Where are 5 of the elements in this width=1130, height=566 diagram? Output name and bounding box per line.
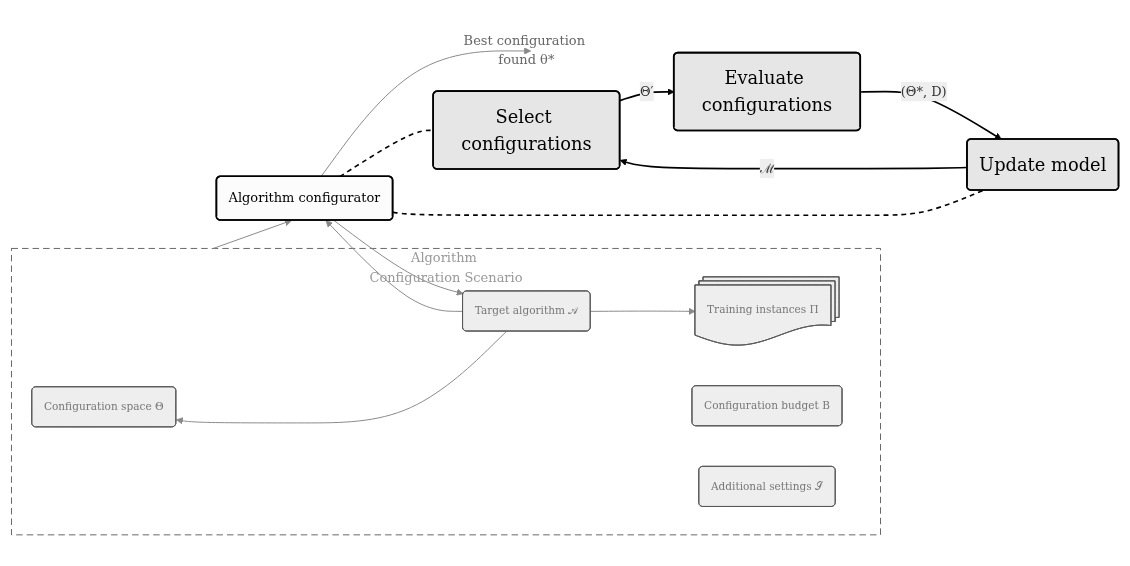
edge-label: ℳ [759, 160, 775, 176]
edge-label: Θ′ [639, 83, 654, 99]
edge-label: (Θ*, D) [900, 83, 947, 99]
node-text: Best configuration found θ* [463, 32, 586, 68]
connector [392, 189, 984, 216]
